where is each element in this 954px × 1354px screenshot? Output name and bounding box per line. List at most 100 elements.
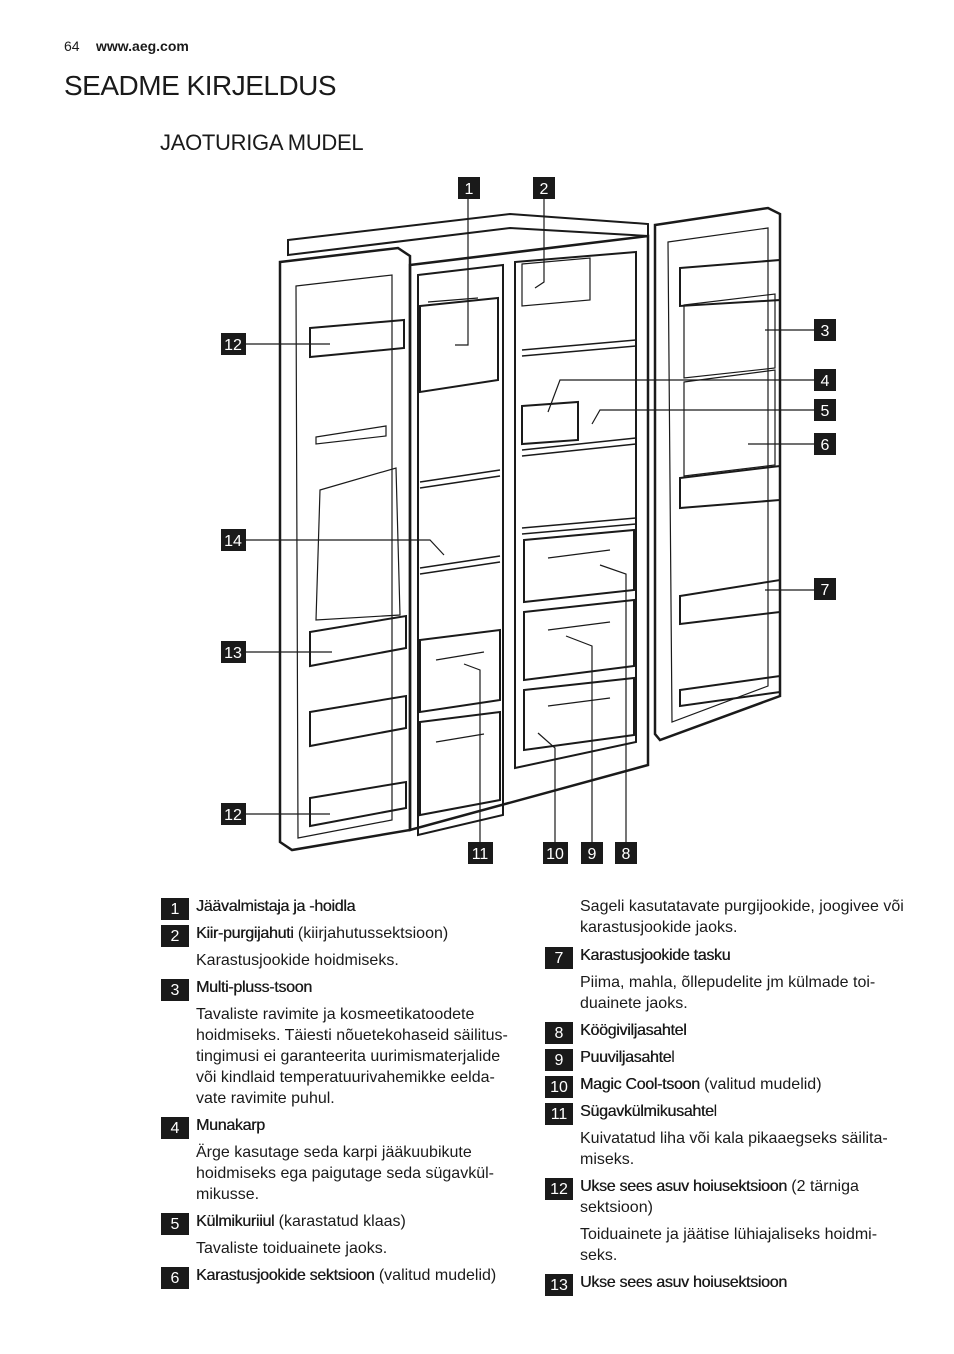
left-door-shelf-bottom (309, 780, 407, 828)
legend-name: Köögiviljasahtel (580, 1022, 687, 1039)
magic-cool-drawer-handle (547, 697, 611, 707)
left-door-inner (295, 274, 393, 839)
freezer-drawer-1 (419, 628, 501, 714)
svg-text:5: 5 (821, 403, 830, 420)
callout-10: 10 (543, 842, 568, 864)
freezer-compartment (417, 263, 504, 837)
freezer-drawer-2 (419, 710, 501, 817)
fridge-shelf-2 (521, 437, 637, 457)
leader-lines (244, 198, 814, 842)
legend-number: 2 (161, 925, 189, 947)
leader-4 (547, 379, 814, 413)
callout-1: 1 (458, 177, 480, 199)
svg-text:13: 13 (224, 645, 242, 662)
page-title: SEADME KIRJELDUS (64, 70, 337, 101)
svg-text:9: 9 (588, 846, 597, 863)
legend-number: 12 (545, 1178, 573, 1200)
svg-text:12: 12 (224, 807, 242, 824)
legend-desc: Toiduainete ja jäätise lühiajaliseks hoi… (580, 1226, 878, 1264)
legend-number: 9 (545, 1049, 573, 1071)
legend-desc: Tavaliste ravimite ja kosmeetikatoodete … (196, 1006, 508, 1107)
section-subtitle: JAOTURIGA MUDEL (160, 130, 364, 155)
fridge-diagram: 1 2 3 4 5 6 7 8 9 10 11 12 14 13 12 (221, 177, 836, 864)
legend-number: 5 (161, 1213, 189, 1235)
right-door-shelf-top (679, 258, 781, 308)
leader-11 (463, 663, 481, 842)
fruit-drawer-handle (547, 621, 611, 631)
left-door-shelf-middle (309, 614, 407, 668)
legend-name: Munakarp (196, 1117, 265, 1134)
legend-number: 11 (545, 1103, 573, 1125)
callout-13: 13 (221, 641, 246, 663)
right-door-shelf-bottom (679, 674, 781, 708)
egg-box (521, 400, 579, 446)
legend-desc: Tavaliste toiduainete jaoks. (196, 1240, 388, 1257)
vegetable-drawer-handle (547, 549, 611, 559)
legend-name: Multi-pluss-tsoon (196, 979, 312, 996)
legend-name: Ukse sees asuv hoiusektsioon (580, 1274, 787, 1291)
legend-number: 6 (161, 1267, 189, 1289)
page-number: 64 (64, 38, 80, 54)
legend-number: 13 (545, 1274, 573, 1296)
leader-9 (565, 635, 593, 842)
legend-item-6: 6 Karastusjookide sektsioon (valitud mude… (161, 1265, 521, 1289)
callout-11: 11 (468, 842, 493, 864)
callout-2: 2 (533, 177, 555, 199)
right-door-inner (667, 227, 769, 723)
legend-name: Külmikuriiul (196, 1213, 275, 1230)
left-door (278, 246, 412, 852)
fridge-shelf-3 (521, 517, 637, 535)
legend-extra: (kiirjahutussektsioon) (293, 925, 449, 942)
legend-extra: (karastatud klaas) (274, 1213, 406, 1230)
legend-item-5: 5 Külmikuriiul (karastatud klaas) Tavalis… (161, 1211, 521, 1259)
legend-extra: (valitud mudelid) (374, 1267, 497, 1284)
freezer-shelf-1 (419, 469, 501, 489)
callout-5: 5 (814, 399, 836, 421)
legend-name: Puuviljasahte (580, 1049, 672, 1066)
can-cooler (521, 257, 591, 307)
legend-item-13: 13 Ukse sees asuv hoiusektsioon (545, 1272, 905, 1296)
legend-desc: Kuivatatud liha või kala pikaaegseks säi… (580, 1130, 888, 1168)
right-door-shelf-middle (679, 464, 781, 510)
legend-number: 7 (545, 947, 573, 969)
left-door-shelf-lower (309, 694, 407, 748)
legend-right-column: Sageli kasutatavate purgijookide, joogiv… (545, 896, 905, 1296)
legend-name: Kiir-purgijahuti (196, 925, 294, 942)
leader-1 (455, 198, 469, 346)
callout-12-bottom: 12 (221, 803, 246, 825)
left-door-shelf-top (309, 318, 405, 359)
legend-number: 4 (161, 1117, 189, 1139)
legend-name: Karastusjookide sektsioon (196, 1267, 375, 1284)
legend-name: Sügavkülmikusahte (580, 1103, 714, 1120)
callout-12-top: 12 (221, 333, 246, 355)
right-door (653, 206, 782, 742)
legend-extra: (valitud mudelid) (699, 1076, 822, 1093)
left-door-small-shelf (315, 425, 387, 445)
fridge-shelf-1 (521, 339, 637, 357)
callout-14: 14 (221, 529, 246, 551)
legend-name: Ukse sees asuv hoiusektsioon (580, 1178, 787, 1195)
leader-10 (537, 732, 556, 842)
freezer-shelf-2 (419, 555, 501, 575)
svg-text:3: 3 (821, 323, 830, 340)
legend-name: Jäävalmistaja ja -hoidla (196, 898, 356, 915)
svg-text:12: 12 (224, 337, 242, 354)
drinks-section (683, 369, 776, 477)
legend-desc: Sageli kasutatavate purgijookide, joogiv… (580, 898, 904, 936)
legend-item-2: 2 Kiir-purgijahuti (kiirjahutussektsioon)… (161, 923, 521, 971)
svg-text:2: 2 (540, 181, 549, 198)
leader-2 (534, 198, 545, 289)
leader-8 (599, 564, 627, 842)
svg-text:1: 1 (465, 181, 474, 198)
drinks-pocket (679, 578, 781, 626)
legend-number: 10 (545, 1076, 573, 1098)
